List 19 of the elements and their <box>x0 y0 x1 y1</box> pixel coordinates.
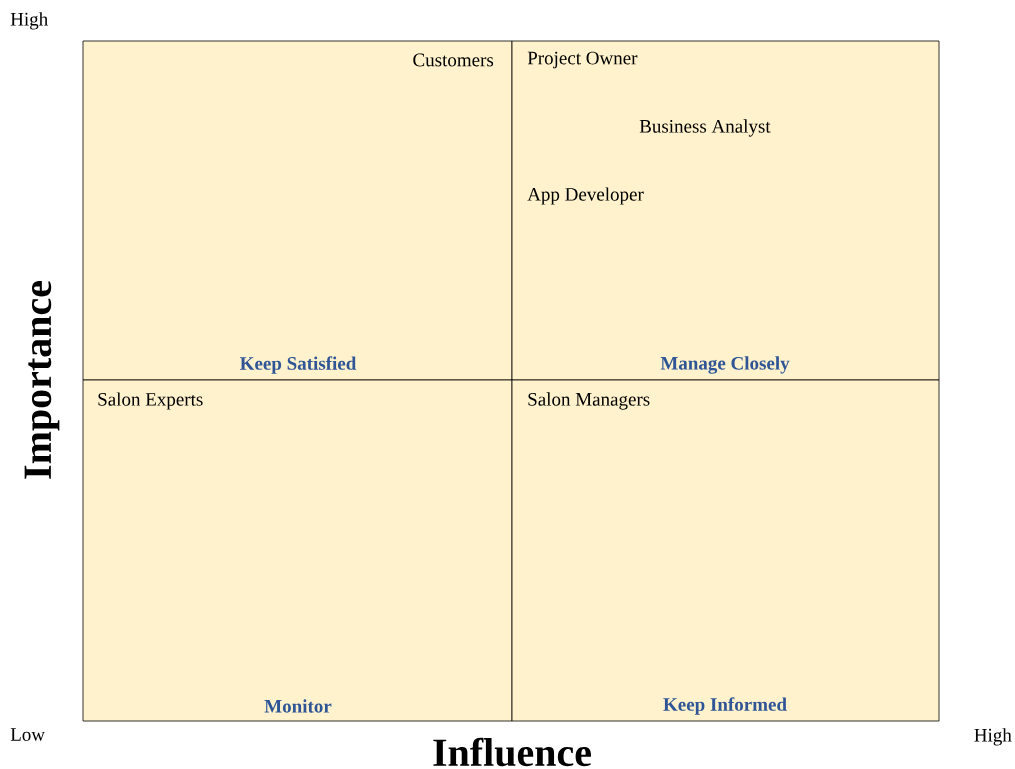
quadrant-label: Manage Closely <box>660 356 790 374</box>
quadrant-label: Keep Informed <box>663 697 787 715</box>
quadrant-label: Monitor <box>264 699 332 713</box>
stakeholder-label: App Developer <box>527 187 644 205</box>
axis-end-label: High <box>974 728 1012 746</box>
quadrant-box <box>82 379 513 722</box>
quadrant-label: Keep Satisfied <box>240 356 357 374</box>
stakeholder-label: Customers <box>413 53 494 67</box>
axis-title: Importance <box>24 281 60 479</box>
stakeholder-label: Business Analyst <box>639 119 771 137</box>
axis-end-label: Low <box>10 728 45 741</box>
quadrant-box <box>511 379 940 722</box>
stakeholder-label: Project Owner <box>527 51 638 69</box>
quadrant-box <box>82 40 513 381</box>
axis-title: Influence <box>433 737 591 767</box>
quadrant-box <box>511 40 940 381</box>
stakeholder-label: Salon Managers <box>528 392 650 410</box>
stakeholder-label: Salon Experts <box>98 392 203 410</box>
axis-end-label: High <box>10 12 48 30</box>
